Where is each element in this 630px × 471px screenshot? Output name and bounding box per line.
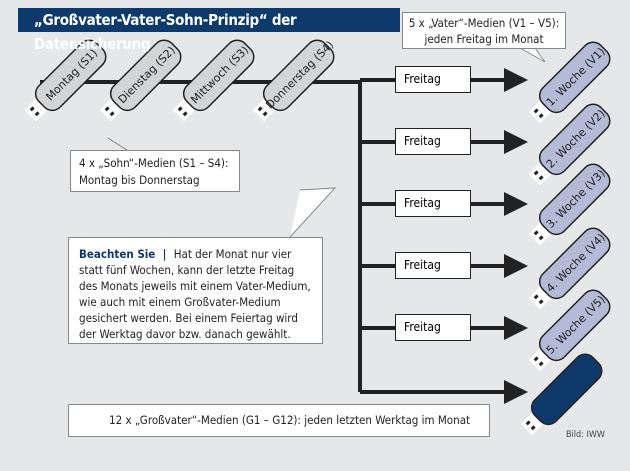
usb-pin-icon — [533, 108, 539, 114]
usb-pin-icon — [533, 170, 539, 176]
usb-pin-icon — [533, 230, 539, 236]
usb-stick-label: Donnerstag (S4) — [263, 38, 336, 111]
usb-stick-body — [538, 227, 611, 300]
usb-pin-icon — [177, 106, 183, 112]
usb-stick-body — [538, 103, 611, 176]
usb-stick-body — [34, 39, 107, 112]
usb-pin-icon — [257, 106, 263, 112]
usb-pin-icon — [34, 111, 40, 117]
usb-stick-body — [262, 39, 335, 112]
usb-pin-icon — [538, 175, 544, 181]
usb-pin-icon — [538, 113, 544, 119]
friday-box-2: Freitag — [395, 128, 471, 155]
usb-pin-icon — [538, 235, 544, 241]
usb-pin-icon — [525, 420, 531, 426]
usb-stick-body — [530, 353, 603, 426]
usb-stick-body — [538, 289, 611, 362]
usb-pin-icon — [530, 425, 536, 431]
friday-box-1: Freitag — [395, 66, 471, 93]
note-separator: | — [162, 247, 167, 261]
usb-pin-icon — [538, 299, 544, 305]
vater-callout: 5 x „Vater“-Medien (V1 – V5): jeden Frei… — [402, 12, 566, 49]
usb-pin-icon — [538, 361, 544, 367]
vater-callout-line1: 5 x „Vater“-Medien (V1 – V5): — [408, 16, 560, 30]
usb-pin-icon — [104, 106, 110, 112]
usb-stick-body — [182, 39, 255, 112]
usb-stick-body — [109, 39, 182, 112]
usb-pin-icon — [533, 356, 539, 362]
usb-pin-icon — [182, 111, 188, 117]
grossvater-callout: 12 x „Großvater“-Medien (G1 – G12): jede… — [68, 404, 490, 437]
sohn-callout-line1: 4 x „Sohn“-Medien (S1 – S4): — [79, 156, 229, 170]
page-title: „Großvater-Vater-Sohn-Prinzip“ der Daten… — [18, 8, 400, 53]
sohn-medium-4: Donnerstag (S4) — [252, 38, 336, 122]
friday-box-4: Freitag — [395, 252, 471, 279]
friday-box-5: Freitag — [395, 314, 471, 341]
usb-pin-icon — [109, 111, 115, 117]
usb-stick-body — [538, 163, 611, 236]
image-credit: Bild: IWW — [566, 430, 605, 440]
usb-pin-icon — [29, 106, 35, 112]
note-box: Beachten Sie | Hat der Monat nur vier st… — [68, 237, 323, 344]
vater-callout-line2: jeden Freitag im Monat — [424, 32, 544, 46]
friday-box-3: Freitag — [395, 190, 471, 217]
note-heading: Beachten Sie — [79, 247, 156, 261]
usb-pin-icon — [262, 111, 268, 117]
usb-stick-body — [538, 41, 611, 114]
usb-pin-icon — [533, 294, 539, 300]
sohn-callout-line2: Montag bis Donnerstag — [79, 173, 200, 187]
note-text: Hat der Monat nur vier statt fünf Wochen… — [79, 247, 311, 341]
sohn-callout: 4 x „Sohn“-Medien (S1 – S4): Montag bis … — [70, 150, 240, 192]
grossvater-medium — [520, 353, 603, 436]
